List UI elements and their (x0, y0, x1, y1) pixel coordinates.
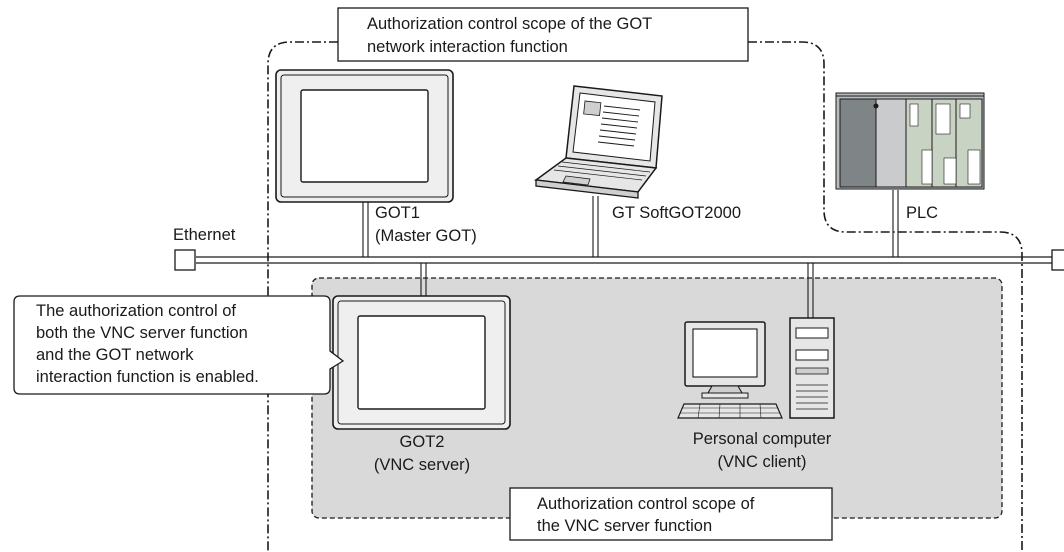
ethernet-terminator-left (174, 249, 196, 271)
vnc-scope-label-line1: Authorization control scope of (537, 495, 755, 513)
connector-got2 (420, 263, 427, 296)
got1-label-line1: GOT1 (375, 204, 420, 222)
got1-label-line2: (Master GOT) (375, 227, 477, 245)
got-scope-boundary (267, 41, 1023, 552)
got2-device-icon (332, 295, 511, 430)
softgot-label: GT SoftGOT2000 (612, 204, 741, 222)
connector-plc (892, 190, 899, 257)
pc-label-line2: (VNC client) (718, 453, 807, 471)
connector-softgot (592, 196, 599, 257)
plc-icon (835, 92, 985, 190)
got1-device-icon (275, 69, 454, 203)
personal-computer-icon (677, 317, 835, 419)
pc-label-line1: Personal computer (693, 430, 832, 448)
connector-pc (807, 263, 814, 318)
callout-line2: both the VNC server function (36, 324, 248, 342)
callout-line3: and the GOT network (36, 346, 194, 364)
got-scope-label-line2: network interaction function (367, 38, 568, 56)
laptop-icon (534, 85, 663, 199)
ethernet-label: Ethernet (173, 226, 236, 244)
connector-got1 (362, 201, 369, 257)
got-scope-label-box (337, 7, 749, 62)
got2-label-line2: (VNC server) (374, 456, 470, 474)
ethernet-terminator-right (1051, 249, 1064, 271)
got2-label-line1: GOT2 (400, 433, 445, 451)
callout-bubble (13, 295, 345, 395)
got-scope-label-line1: Authorization control scope of the GOT (367, 15, 652, 33)
callout-line4: interaction function is enabled. (36, 368, 259, 386)
plc-label: PLC (906, 204, 938, 222)
vnc-scope-label-box (509, 487, 833, 541)
ethernet-line (196, 256, 1052, 264)
vnc-scope-label-line2: the VNC server function (537, 517, 712, 535)
callout-line1: The authorization control of (36, 302, 236, 320)
